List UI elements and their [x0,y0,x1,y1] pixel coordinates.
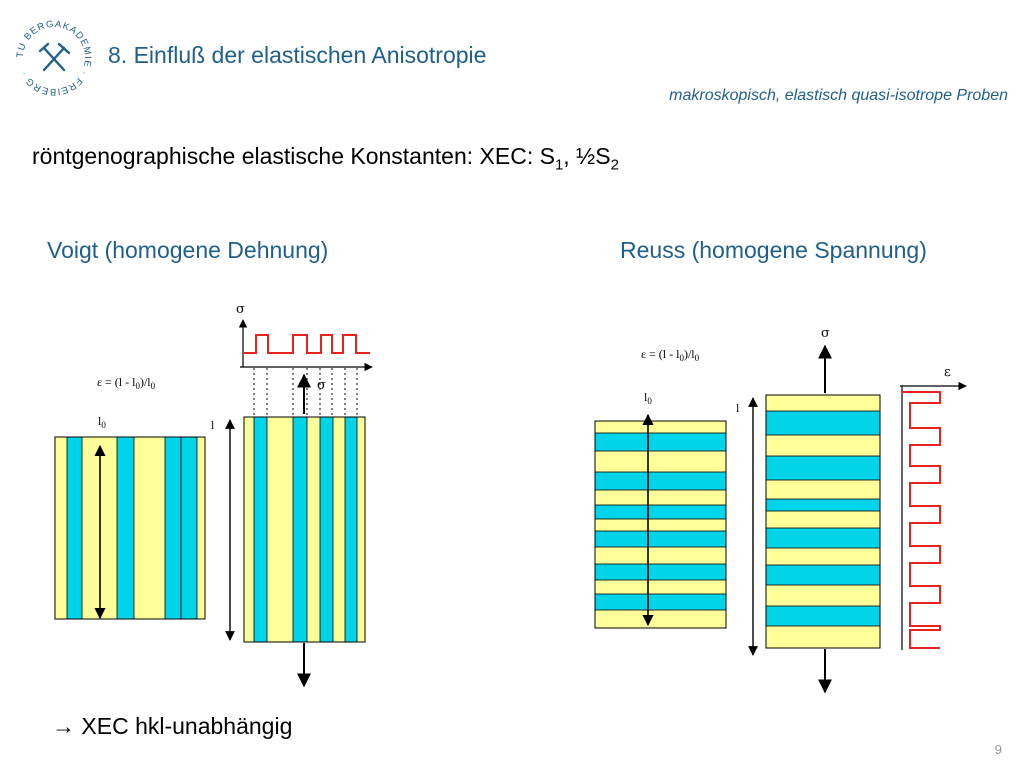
reuss-l-label: l [736,401,740,415]
hammer-and-pick-icon [38,42,71,72]
reuss-heading: Reuss (homogene Spannung) [620,237,927,263]
voigt-strained-sample [243,416,366,643]
cyan-phase-stripe [765,564,881,586]
reuss-unstrained-sample [594,413,727,629]
cyan-phase-stripe [594,504,727,520]
cyan-phase-stripe [765,410,881,436]
reuss-strained-sample [765,394,881,649]
voigt-inner-sigma-label: σ [317,378,326,393]
reuss-epsilon-label: ε [944,365,951,380]
cyan-phase-stripe [594,563,727,581]
voigt-l0-label: l0 [98,414,106,430]
xec-text: röntgenographische elastische Konstanten… [32,143,555,169]
voigt-sigma-axis-label: σ [236,302,245,317]
right-arrow-icon: → [52,713,75,739]
cyan-phase-stripe [164,436,182,620]
voigt-strained-border [243,416,366,643]
reuss-strain-formula: ε = (l - l0)/l0 [641,347,700,363]
voigt-l-label: l [211,418,215,432]
voigt-projection-lines [253,368,358,416]
cyan-phase-stripe [594,593,727,611]
cyan-phase-stripe [594,530,727,548]
cyan-phase-stripe [765,455,881,481]
cyan-phase-stripe [292,416,308,643]
reuss-sample-border [594,420,727,629]
voigt-unstrained-sample [54,436,206,620]
university-logo: TU BERGAKADEMIE · FREIBERG · [15,19,92,97]
reuss-strained-border [765,394,881,649]
page-number: 9 [994,742,1002,757]
voigt-sample-border [54,436,206,620]
slide-subtitle: makroskopisch, elastisch quasi-isotrope … [669,87,1008,104]
xec-sub2: 2 [610,156,619,174]
cyan-phase-stripe [180,436,198,620]
reuss-sigma-label: σ [821,326,830,341]
reuss-strained-stripes [765,410,881,627]
xec-sub1: 1 [554,156,564,174]
cyan-phase-stripe [116,436,135,620]
xec-mid: , ½S [563,143,611,169]
reuss-sample-background [595,421,726,628]
reuss-strain-step-line [902,391,941,649]
cyan-phase-stripe [344,416,358,643]
conclusion-line: → XEC hkl-unabhängig [52,713,292,740]
voigt-heading: Voigt (homogene Dehnung) [47,237,329,263]
cyan-phase-stripe [765,605,881,627]
voigt-stress-step-line [244,334,370,354]
voigt-strain-formula: ε = (l - l0)/l0 [97,375,156,391]
reuss-sample-stripes [594,432,727,611]
cyan-phase-stripe [66,436,83,620]
cyan-phase-stripe [319,416,334,643]
slide-title: 8. Einfluß der elastischen Anisotropie [108,42,487,68]
cyan-phase-stripe [765,527,881,549]
cyan-phase-stripe [765,498,881,512]
cyan-phase-stripe [253,416,268,643]
cyan-phase-stripe [594,432,727,452]
cyan-phase-stripe [594,471,727,491]
xec-statement: röntgenographische elastische Konstanten… [32,143,619,174]
conclusion-text: XEC hkl-unabhängig [81,713,293,739]
reuss-l0-label: l0 [644,390,652,406]
